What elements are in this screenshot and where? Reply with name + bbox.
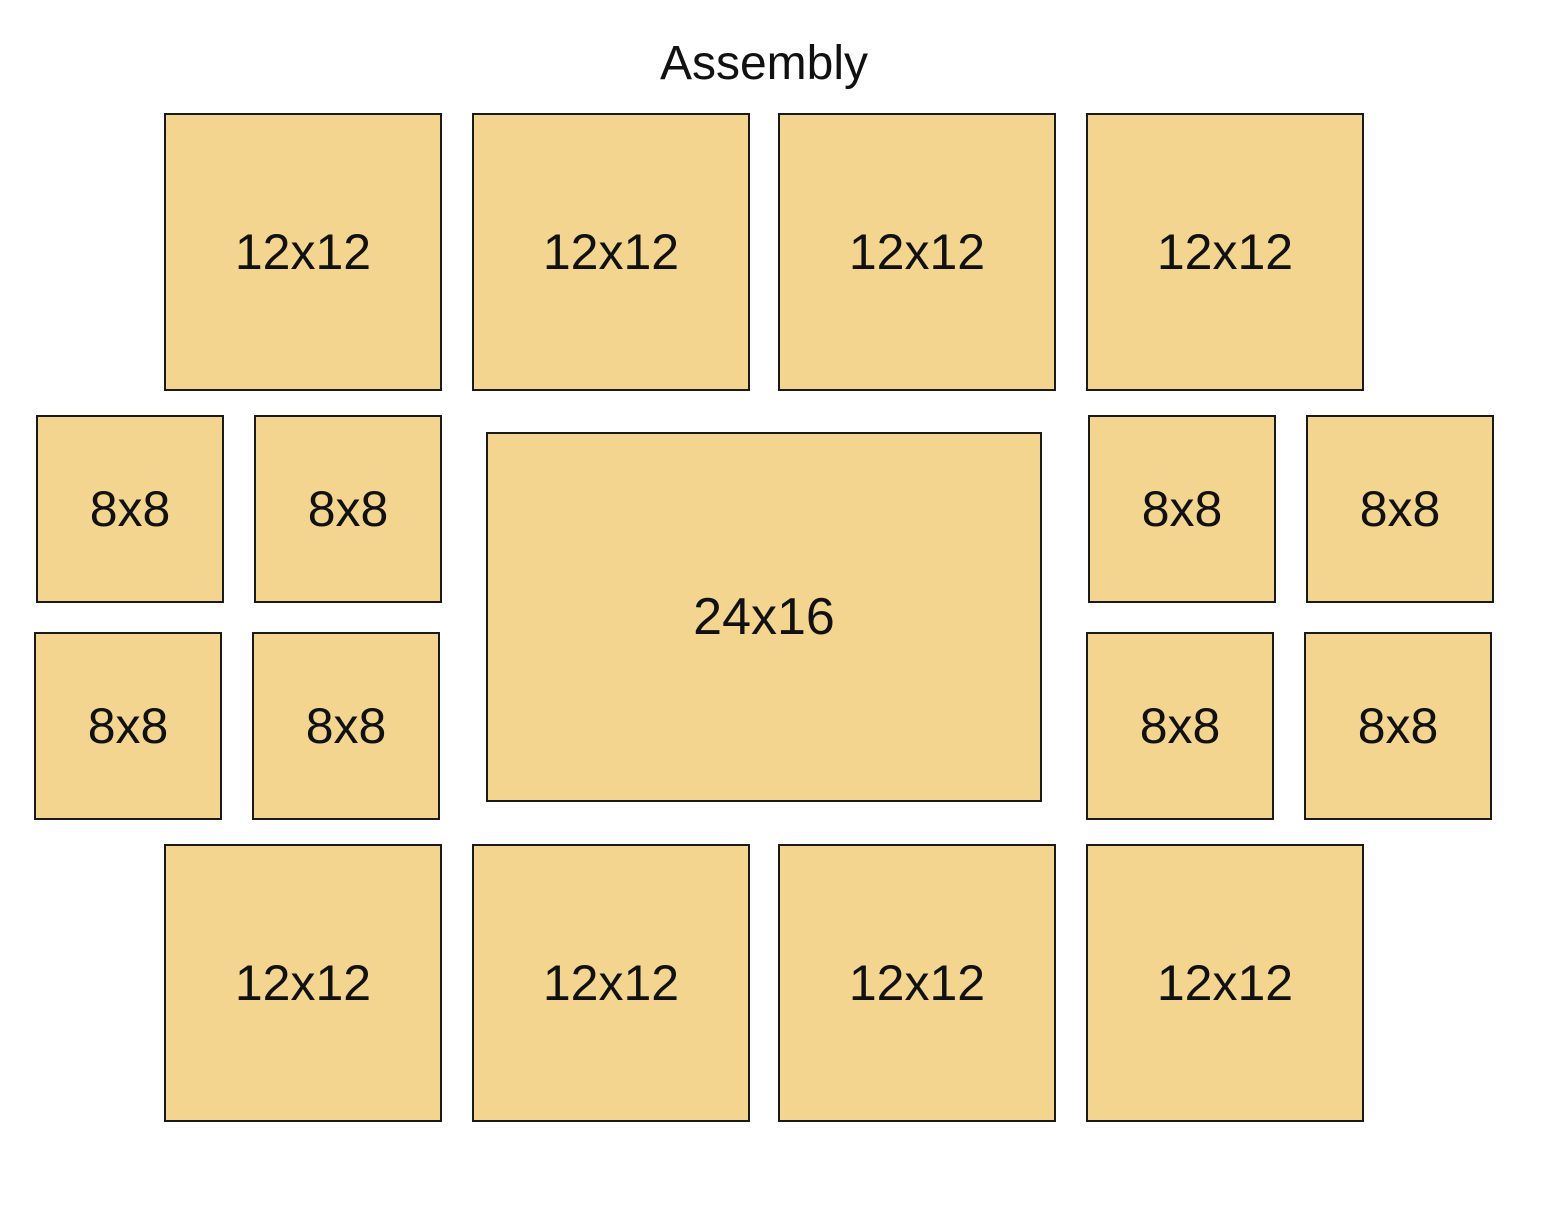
panel-8x8-left-2: 8x8 [254, 415, 442, 603]
panel-8x8-right-3: 8x8 [1086, 632, 1274, 820]
panel-12x12-bottom-2: 12x12 [472, 844, 750, 1122]
panel-12x12-top-1: 12x12 [164, 113, 442, 391]
panel-8x8-right-1: 8x8 [1088, 415, 1276, 603]
diagram-title: Assembly [659, 37, 869, 90]
panel-12x12-top-4: 12x12 [1086, 113, 1364, 391]
panel-8x8-left-1: 8x8 [36, 415, 224, 603]
panel-12x12-bottom-4: 12x12 [1086, 844, 1364, 1122]
panel-12x12-top-3: 12x12 [778, 113, 1056, 391]
panel-8x8-right-4: 8x8 [1304, 632, 1492, 820]
panel-8x8-left-4: 8x8 [252, 632, 440, 820]
panel-8x8-right-2: 8x8 [1306, 415, 1494, 603]
panel-12x12-bottom-1: 12x12 [164, 844, 442, 1122]
panel-8x8-left-3: 8x8 [34, 632, 222, 820]
panel-12x12-top-2: 12x12 [472, 113, 750, 391]
panel-12x12-bottom-3: 12x12 [778, 844, 1056, 1122]
panel-24x16-center: 24x16 [486, 432, 1042, 802]
